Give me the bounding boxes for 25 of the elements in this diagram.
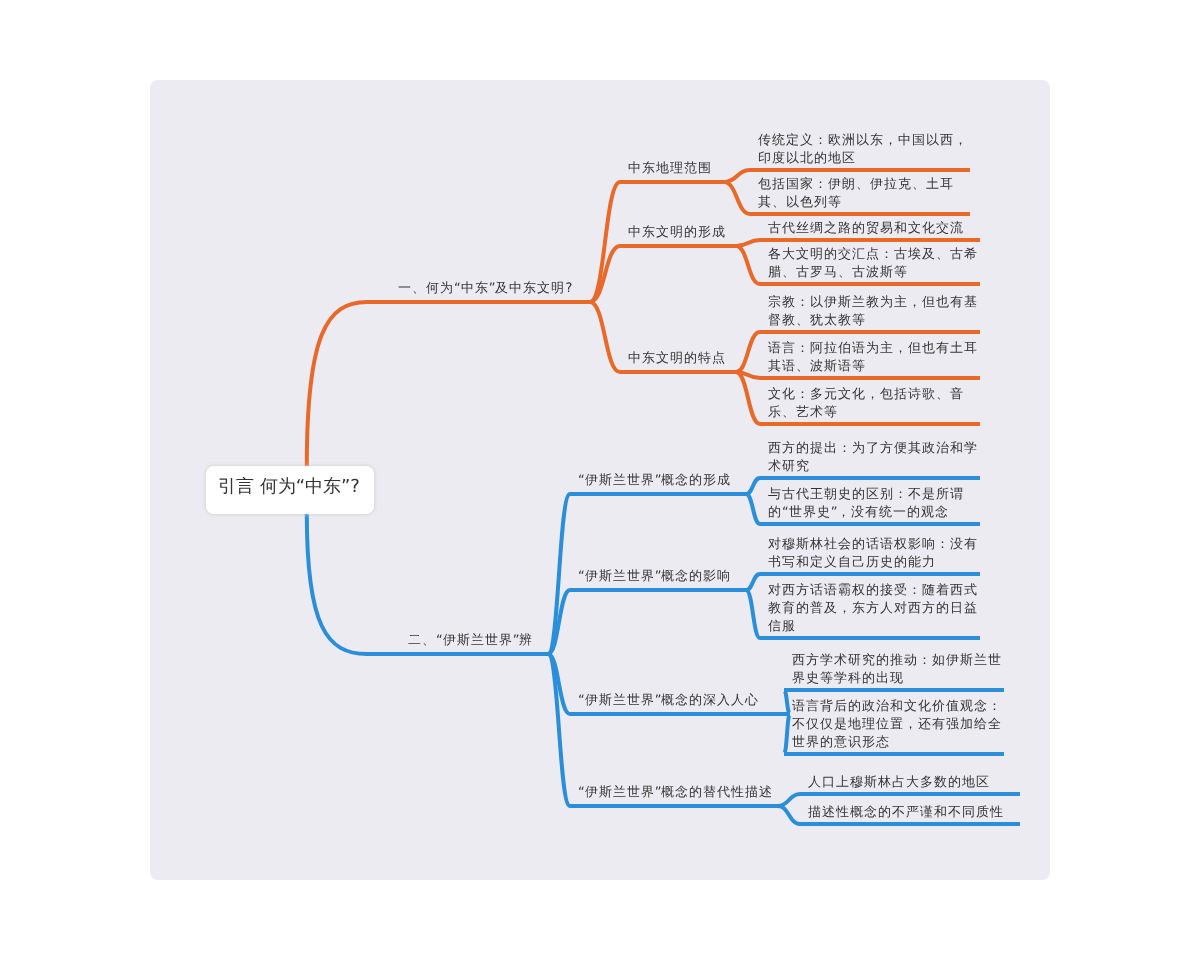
branch-line	[547, 588, 571, 656]
branch-line	[777, 804, 801, 826]
branch-line	[744, 588, 762, 640]
branch-line	[304, 513, 400, 656]
branch-line	[723, 168, 751, 184]
branch-line	[723, 180, 751, 216]
branch-line	[782, 713, 792, 755]
branch-line	[547, 652, 571, 716]
branch-line	[735, 370, 761, 380]
branch-line	[589, 244, 621, 304]
branch-line	[777, 792, 801, 808]
branch-line	[304, 300, 390, 467]
branch-line	[735, 370, 761, 426]
branch-line	[782, 688, 792, 716]
branch-line	[735, 330, 761, 374]
branch-line	[745, 476, 761, 496]
branch-line	[744, 492, 762, 526]
branch-line	[735, 238, 761, 248]
branch-line	[546, 652, 572, 808]
branch-line	[589, 300, 621, 374]
central-topic-box: 引言 何为“中东”?	[206, 466, 374, 514]
branch-line	[546, 492, 572, 656]
branch-line	[588, 180, 622, 304]
branch-line	[735, 244, 761, 286]
branch-line	[745, 572, 761, 592]
